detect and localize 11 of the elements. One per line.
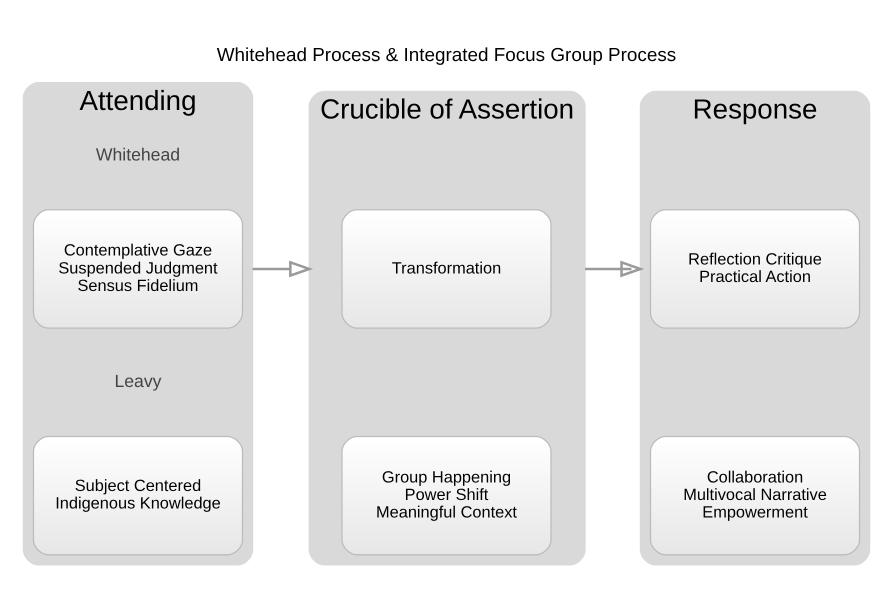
label: Leavy	[114, 370, 162, 390]
node-box: Transformation	[341, 208, 552, 328]
diagram-title: Whitehead Process & Integrated Focus Group Process	[216, 44, 676, 66]
node-box: Collaboration Multivocal Narrative Empowerment	[650, 435, 860, 555]
arrow	[252, 260, 314, 277]
node-box: Contemplative Gaze Suspended Judgment Sensus Fidelium	[32, 208, 244, 328]
node-box: Reflection Critique Practical Action	[650, 208, 860, 328]
node-box: Group Happening Power Shift Meaningful Context	[341, 435, 552, 555]
node-box: Subject Centered Indigenous Knowledge	[32, 435, 244, 555]
arrow	[585, 260, 644, 277]
label: Whitehead	[96, 144, 180, 164]
